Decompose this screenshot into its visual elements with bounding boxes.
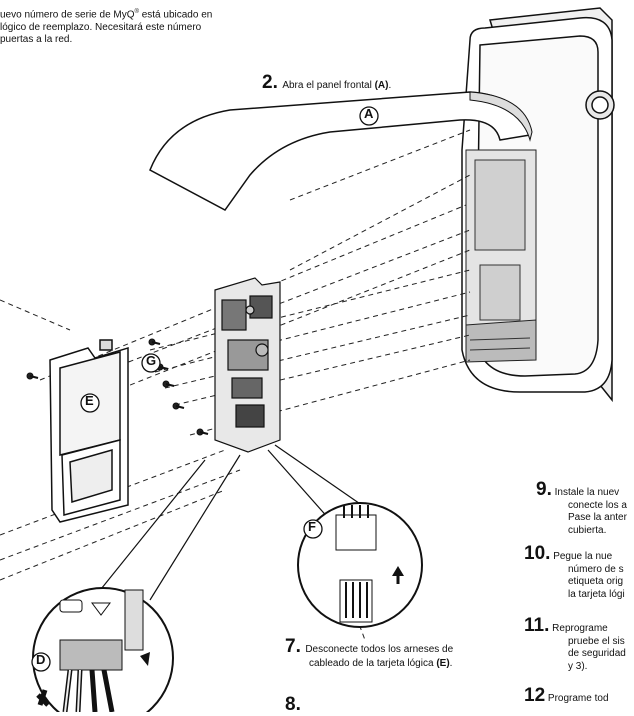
step-2-ref: (A) [374, 80, 389, 91]
step-10-number: 10. [524, 543, 551, 564]
label-a-circle [359, 106, 379, 126]
step-7: 7. Desconecte todos los arneses de [285, 636, 453, 658]
label-g: G [146, 353, 157, 368]
step-10-line2: número de s [568, 563, 624, 575]
intro-line1: uevo número de serie de MyQ [0, 9, 135, 21]
label-f-circle [303, 519, 323, 539]
step-11-line3: de seguridad [568, 648, 626, 659]
intro-line2: lógico de reemplazo. Necesitará este núm… [0, 21, 202, 33]
label-e: E [85, 393, 94, 408]
intro-line1b: está ubicado en [138, 9, 213, 21]
step-11: 11. Reprograme pruebe el sis de segurida… [524, 616, 626, 673]
step-12: 12 Programe tod [524, 686, 609, 706]
step-7-line1: Desconecte todos los arneses de [305, 644, 454, 655]
step-2: 2. Abra el panel frontal (A). [262, 72, 391, 94]
step-8-number: 8. [285, 694, 301, 715]
label-g-circle [141, 353, 161, 373]
step-10-line3: etiqueta orig [568, 576, 624, 587]
step-9-line1: Instale la nuev [554, 487, 620, 498]
step-10-line1: Pegue la nue [553, 551, 613, 562]
step-7-line2: cableado de la tarjeta lógica [309, 658, 437, 669]
step-2-number: 2. [262, 72, 278, 93]
step-11-line4: y 3). [568, 660, 588, 672]
step-10: 10. Pegue la nue número de s etiqueta or… [524, 544, 625, 601]
intro-text: uevo número de serie de MyQ® está ubicad… [0, 6, 212, 47]
step-7-end: . [449, 658, 453, 669]
intro-sup: ® [134, 9, 139, 15]
label-d: D [36, 652, 46, 667]
label-a: A [364, 106, 374, 121]
detail-circle-f [267, 444, 423, 628]
intro-line3: puertas a la red. [0, 34, 73, 46]
step-9-line3: Pase la anter [568, 512, 627, 523]
step-2-end: . [388, 80, 392, 91]
step-10-line4: la tarjeta lógi [568, 588, 625, 600]
detail-circle-d [32, 454, 241, 712]
step-9-number: 9. [536, 479, 552, 500]
step-11-number: 11. [524, 615, 550, 636]
step-8: 8. [285, 694, 301, 716]
step-11-line2: pruebe el sis [568, 635, 625, 647]
step-12-line1: Programe tod [547, 693, 609, 704]
logic-board [214, 277, 281, 453]
step-12-number: 12 [524, 685, 546, 706]
screws-g [26, 338, 209, 436]
label-d-circle [31, 652, 51, 672]
front-panel-a [149, 91, 533, 211]
opener-housing [461, 7, 615, 403]
label-f: F [308, 519, 316, 534]
step-9: 9. Instale la nuev conecte los a Pase la… [536, 480, 627, 537]
step-2-text: Abra el panel frontal [282, 80, 375, 91]
label-e-circle [80, 393, 100, 413]
step-7-line2-row: cableado de la tarjeta lógica (E). [309, 658, 452, 671]
step-11-line1: Reprograme [552, 623, 608, 634]
step-9-line2: conecte los a [568, 499, 627, 511]
step-9-line4: cubierta. [568, 524, 607, 536]
step-7-number: 7. [285, 636, 301, 657]
cover-e [49, 339, 129, 523]
step-7-ref: (E) [436, 658, 450, 669]
